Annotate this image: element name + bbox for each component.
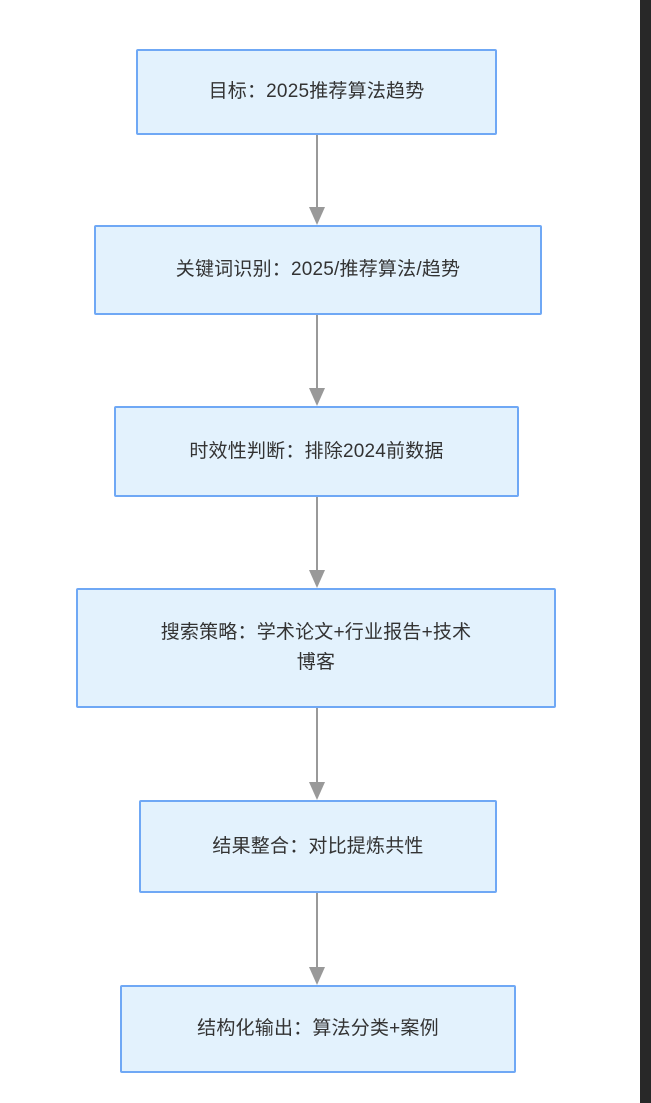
flow-arrow-search-to-integration xyxy=(302,708,332,800)
flow-node-timeliness-judgement[interactable]: 时效性判断：排除2024前数据 xyxy=(114,406,519,497)
right-edge-strip xyxy=(640,0,651,1103)
flow-node-result-integration[interactable]: 结果整合：对比提炼共性 xyxy=(139,800,497,893)
flow-node-label: 时效性判断：排除2024前数据 xyxy=(189,440,444,462)
flow-node-label: 关键词识别：2025/推荐算法/趋势 xyxy=(175,259,461,280)
flow-arrow-timeliness-to-search xyxy=(302,497,332,588)
flow-node-structured-output[interactable]: 结构化输出：算法分类+案例 xyxy=(120,985,516,1073)
flow-node-goal[interactable]: 目标：2025推荐算法趋势 xyxy=(136,49,497,135)
flow-node-label: 搜索策略：学术论文+行业报告+技术 博客 xyxy=(160,622,472,673)
flow-node-label: 结构化输出：算法分类+案例 xyxy=(197,1018,439,1039)
flow-node-keyword-recognition[interactable]: 关键词识别：2025/推荐算法/趋势 xyxy=(94,225,542,315)
flow-node-search-strategy[interactable]: 搜索策略：学术论文+行业报告+技术 博客 xyxy=(76,588,556,708)
flow-node-label: 结果整合：对比提炼共性 xyxy=(212,835,424,857)
flow-arrow-integration-to-output xyxy=(302,893,332,985)
flow-arrow-keyword-to-timeliness xyxy=(302,315,332,406)
flow-node-label: 目标：2025推荐算法趋势 xyxy=(208,81,425,102)
flow-arrow-goal-to-keyword xyxy=(302,135,332,225)
